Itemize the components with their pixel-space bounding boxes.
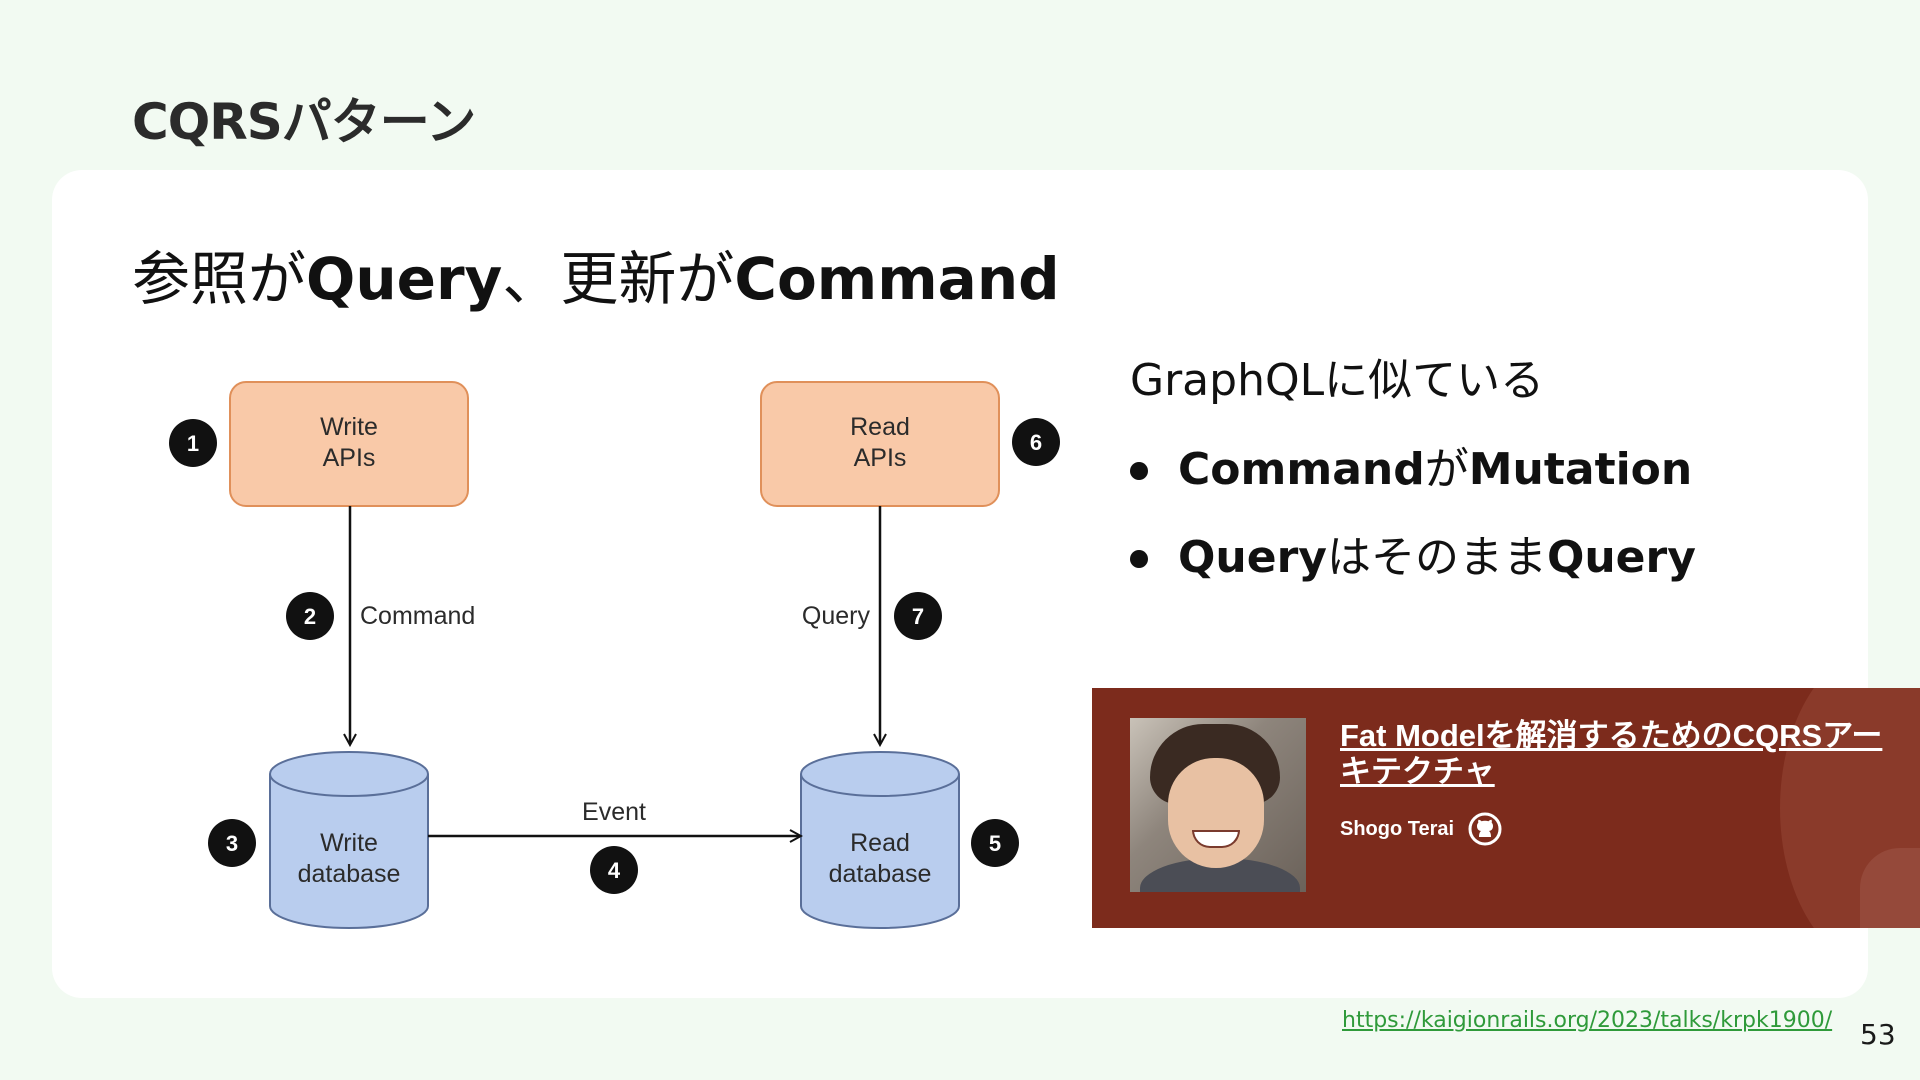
github-icon[interactable] [1468,812,1502,846]
author-row: Shogo Terai [1340,812,1502,846]
write-apis-node: Write APIs [229,381,469,507]
badge-5: 5 [971,819,1019,867]
badge-3: 3 [208,819,256,867]
bullet-1-c: Mutation [1468,444,1693,495]
talk-title-link[interactable]: Fat Modelを解消するためのCQRSアーキテクチャ [1340,718,1883,789]
svg-text:5: 5 [989,831,1001,856]
svg-text:4: 4 [608,858,621,883]
svg-text:1: 1 [187,431,199,456]
read-database-line-1: Read [850,829,910,857]
speaker-photo [1130,718,1306,892]
write-apis-line-1: Write [320,413,378,441]
read-database-node: Read database [800,751,960,929]
cqrs-diagram-svg: Write APIs Read APIs Command Query Write… [169,381,1060,929]
cqrs-diagram: Write APIs Read APIs Command Query Write… [150,360,1090,950]
headline-part-4: Command [734,245,1060,313]
badge-1: 1 [169,419,217,467]
graphql-note: GraphQLに似ている [1130,355,1545,406]
svg-text:2: 2 [304,604,316,629]
bullet-1-b: が [1424,444,1469,495]
svg-text:3: 3 [226,831,238,856]
source-link[interactable]: https://kaigionrails.org/2023/talks/krpk… [1342,1008,1833,1033]
headline: 参照がQuery、更新がCommand [132,232,1060,316]
query-label: Query [802,602,871,630]
read-database-line-2: database [829,860,932,888]
badge-7: 7 [894,592,942,640]
slide-title: CQRSパターン [132,93,476,151]
page-number: 53 [1860,1018,1896,1051]
write-apis-line-2: APIs [323,444,376,472]
bullet-2-a: Query [1178,532,1327,583]
read-apis-line-2: APIs [854,444,907,472]
headline-part-2: Query [306,245,503,313]
read-apis-node: Read APIs [760,381,1000,507]
event-label: Event [582,798,646,826]
badge-2: 2 [286,592,334,640]
svg-text:7: 7 [912,604,924,629]
bullet-1-a: Command [1178,444,1425,495]
talk-card[interactable]: Fat Modelを解消するためのCQRSアーキテクチャ Shogo Terai [1092,688,1920,928]
bullet-dot [1130,462,1148,480]
headline-part-3: 、更新が [502,245,735,313]
write-database-line-1: Write [320,829,378,857]
badge-4: 4 [590,846,638,894]
bullet-dot [1130,550,1148,568]
bullet-2-b: はそのまま [1326,532,1547,583]
bullet-2-c: Query [1546,532,1696,583]
command-label: Command [360,602,475,630]
headline-part-1: 参照が [132,245,307,313]
write-database-node: Write database [269,751,429,929]
svg-text:6: 6 [1030,430,1042,455]
read-apis-line-1: Read [850,413,910,441]
badge-6: 6 [1012,418,1060,466]
write-database-line-2: database [298,860,401,888]
card-decoration [1860,848,1920,928]
author-name: Shogo Terai [1340,817,1455,840]
